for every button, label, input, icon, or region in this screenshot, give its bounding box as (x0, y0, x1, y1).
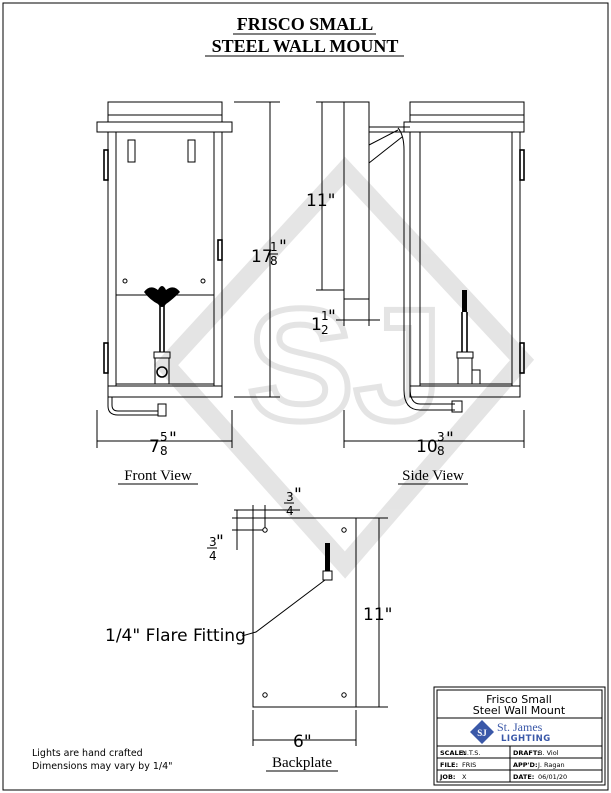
tb-app-label: APP'D: (513, 761, 538, 769)
title-line2: STEEL WALL MOUNT (212, 36, 399, 56)
side-depth-den: 8 (437, 444, 445, 458)
front-height-inch: " (279, 237, 287, 257)
tb-date-value: 06/01/20 (538, 773, 567, 781)
front-height-dimension: 17 1 8 " (234, 101, 287, 398)
backplate-height-dimension: 11" (356, 517, 392, 708)
front-height-whole: 17 (251, 247, 273, 267)
front-width-den: 8 (160, 444, 168, 458)
side-offset-den: 2 (321, 323, 329, 337)
side-offset-num: 1 (321, 309, 329, 323)
front-height-num: 1 (270, 240, 278, 254)
tb-job-label: JOB: (439, 773, 456, 781)
note-line1: Lights are hand crafted (32, 748, 143, 759)
tb-scale-label: SCALE: (440, 749, 466, 757)
side-depth-dimension: 10 3 8 " (343, 410, 525, 458)
backplate-top-inset-num: 3 (286, 490, 294, 504)
front-width-whole: 7 (149, 437, 160, 457)
backplate-top-inset-den: 4 (286, 504, 294, 518)
logo-letters: SJ (477, 728, 487, 738)
tb-draft-value: B. Viol (538, 749, 559, 757)
backplate-height: 11" (363, 605, 392, 625)
front-width-dimension: 7 5 8 " (96, 410, 233, 458)
tb-company2: LIGHTING (501, 734, 551, 744)
side-depth-whole: 10 (416, 437, 438, 457)
tb-file-label: FILE: (440, 761, 458, 769)
side-view-drawing (343, 101, 525, 413)
side-view-label: Side View (402, 468, 464, 484)
side-depth-inch: " (446, 429, 454, 449)
tb-name2: Steel Wall Mount (473, 704, 566, 717)
backplate-side-inset-dimension: 3 4 " (207, 510, 263, 563)
title-line1: FRISCO SMALL (237, 14, 374, 34)
backplate-width-dimension: 6" (252, 710, 357, 752)
watermark-text: SJ (247, 275, 443, 454)
tb-name1: Frisco Small (486, 693, 552, 706)
tb-app-value: J. Ragan (537, 761, 565, 769)
side-offset-dimension: 1 1 2 " (311, 299, 380, 337)
side-backplate-height-dimension: 11" (306, 101, 344, 291)
backplate-side-inset-num: 3 (209, 535, 217, 549)
backplate-side-inset-den: 4 (209, 549, 217, 563)
front-view-label: Front View (124, 468, 192, 484)
backplate-width: 6" (293, 732, 312, 752)
side-offset-whole: 1 (311, 315, 322, 335)
tb-scale-value: N.T.S. (462, 749, 480, 757)
front-view-drawing (96, 101, 233, 417)
backplate-top-inset-inch: " (294, 485, 302, 505)
tb-draft-label: DRAFT: (513, 749, 540, 757)
front-width-inch: " (169, 429, 177, 449)
side-offset-inch: " (328, 307, 336, 327)
note-line2: Dimensions may vary by 1/4" (32, 761, 173, 772)
tb-job-value: X (462, 773, 467, 781)
company-logo-icon (470, 720, 494, 744)
backplate-label: Backplate (272, 755, 332, 771)
backplate-drawing (241, 517, 357, 708)
backplate-top-inset-dimension: 3 4 " (234, 485, 302, 528)
title-block: Frisco Small Steel Wall Mount SJ St. Jam… (433, 686, 606, 786)
flare-fitting-callout: 1/4" Flare Fitting (105, 626, 246, 646)
front-width-num: 5 (160, 430, 168, 444)
tb-file-value: FRIS (462, 761, 476, 769)
tb-company1: St. James (497, 720, 543, 734)
side-backplate-height: 11" (306, 191, 335, 211)
front-height-den: 8 (270, 254, 278, 268)
backplate-side-inset-inch: " (216, 532, 224, 552)
side-depth-num: 3 (437, 430, 445, 444)
watermark: SJ (153, 156, 535, 579)
tb-date-label: DATE: (513, 773, 534, 781)
